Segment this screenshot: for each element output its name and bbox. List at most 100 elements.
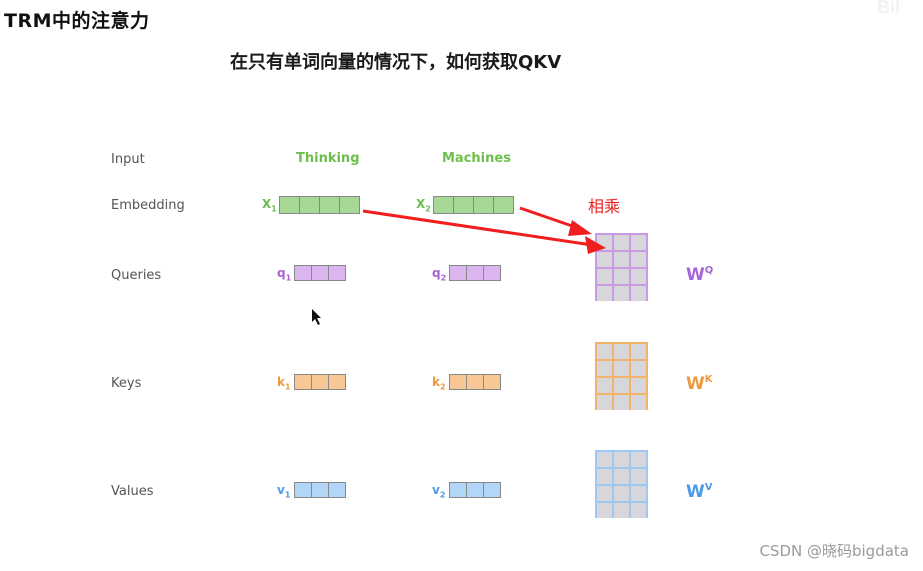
k1-label: k1	[277, 375, 291, 391]
wq-sup: Q	[704, 265, 714, 276]
vector-cell	[328, 482, 346, 498]
matrix-cell	[614, 395, 629, 410]
value-vector-v2	[449, 482, 501, 498]
wq-label: WQ	[686, 265, 713, 285]
matrix-cell	[614, 378, 629, 393]
matrix-cell	[597, 344, 612, 359]
v1-label: v1	[277, 483, 290, 499]
x1-sub: 1	[271, 204, 277, 214]
matrix-cell	[614, 361, 629, 376]
mouse-cursor-icon	[312, 309, 321, 325]
matrix-cell	[614, 252, 629, 267]
matrix-cell	[614, 486, 629, 501]
vector-cell	[493, 196, 514, 214]
q1-base: q	[277, 266, 286, 280]
matrix-cell	[597, 395, 612, 410]
v1-sub: 1	[284, 490, 291, 500]
matrix-cell	[631, 469, 646, 484]
vector-cell	[483, 265, 501, 281]
wk-sup: K	[704, 374, 713, 385]
weight-matrix-wk	[595, 342, 648, 410]
watermark: CSDN @晓码bigdata	[759, 542, 909, 560]
row-label-input: Input	[111, 152, 145, 167]
matrix-cell	[614, 503, 629, 518]
value-vector-v1	[294, 482, 346, 498]
vector-cell	[328, 265, 346, 281]
v2-base: v	[432, 483, 440, 497]
q1-label: q1	[277, 266, 291, 282]
matrix-cell	[597, 286, 612, 301]
matrix-cell	[631, 286, 646, 301]
slide-title: TRM中的注意力	[4, 10, 150, 32]
row-label-queries: Queries	[111, 268, 162, 283]
query-vector-q2	[449, 265, 501, 281]
x1-label: X1	[262, 197, 277, 213]
q1-sub: 1	[285, 273, 292, 283]
q2-label: q2	[432, 266, 446, 282]
embedding-vector-x1	[279, 196, 360, 214]
matrix-cell	[631, 269, 646, 284]
matrix-cell	[597, 269, 612, 284]
input-word-thinking: Thinking	[296, 151, 360, 166]
x2-base: X	[416, 197, 426, 211]
q2-sub: 2	[440, 273, 447, 283]
v2-sub: 2	[439, 490, 446, 500]
matrix-cell	[597, 252, 612, 267]
wv-base: W	[686, 482, 705, 502]
vector-cell	[483, 482, 501, 498]
query-vector-q1	[294, 265, 346, 281]
x1-base: X	[262, 197, 272, 211]
arrow-icon	[519, 206, 592, 236]
corner-logo: Bil	[877, 0, 901, 17]
k2-base: k	[432, 375, 440, 389]
v2-label: v2	[432, 483, 445, 499]
matrix-cell	[614, 269, 629, 284]
matrix-cell	[597, 486, 612, 501]
vector-cell	[339, 196, 360, 214]
k2-label: k2	[432, 375, 446, 391]
key-vector-k2	[449, 374, 501, 390]
k1-sub: 1	[284, 382, 291, 392]
matrix-cell	[597, 378, 612, 393]
matrix-cell	[631, 378, 646, 393]
matrix-cell	[614, 286, 629, 301]
matrix-cell	[614, 344, 629, 359]
matrix-cell	[597, 469, 612, 484]
wv-label: WV	[686, 482, 713, 502]
matrix-cell	[631, 361, 646, 376]
matrix-cell	[631, 344, 646, 359]
slide-subtitle: 在只有单词向量的情况下，如何获取QKV	[230, 52, 562, 73]
key-vector-k1	[294, 374, 346, 390]
matrix-cell	[614, 452, 629, 467]
wk-label: WK	[686, 374, 713, 394]
matrix-cell	[631, 395, 646, 410]
k1-base: k	[277, 375, 285, 389]
x2-label: X2	[416, 197, 431, 213]
q2-base: q	[432, 266, 441, 280]
multiply-annotation: 相乘	[588, 197, 621, 216]
k2-sub: 2	[439, 382, 446, 392]
wq-base: W	[686, 265, 705, 285]
matrix-cell	[597, 452, 612, 467]
matrix-cell	[597, 503, 612, 518]
row-label-embedding: Embedding	[111, 198, 185, 213]
input-word-machines: Machines	[442, 151, 511, 166]
matrix-cell	[614, 469, 629, 484]
x2-sub: 2	[425, 204, 431, 214]
wk-base: W	[686, 374, 705, 394]
v1-base: v	[277, 483, 285, 497]
matrix-cell	[631, 235, 646, 250]
vector-cell	[483, 374, 501, 390]
matrix-cell	[597, 361, 612, 376]
matrix-cell	[631, 452, 646, 467]
arrow-icon	[362, 209, 606, 254]
matrix-cell	[631, 252, 646, 267]
matrix-cell	[631, 503, 646, 518]
row-label-values: Values	[111, 484, 154, 499]
row-label-keys: Keys	[111, 376, 142, 391]
matrix-cell	[614, 235, 629, 250]
embedding-vector-x2	[433, 196, 514, 214]
vector-cell	[328, 374, 346, 390]
wv-sup: V	[704, 482, 713, 493]
